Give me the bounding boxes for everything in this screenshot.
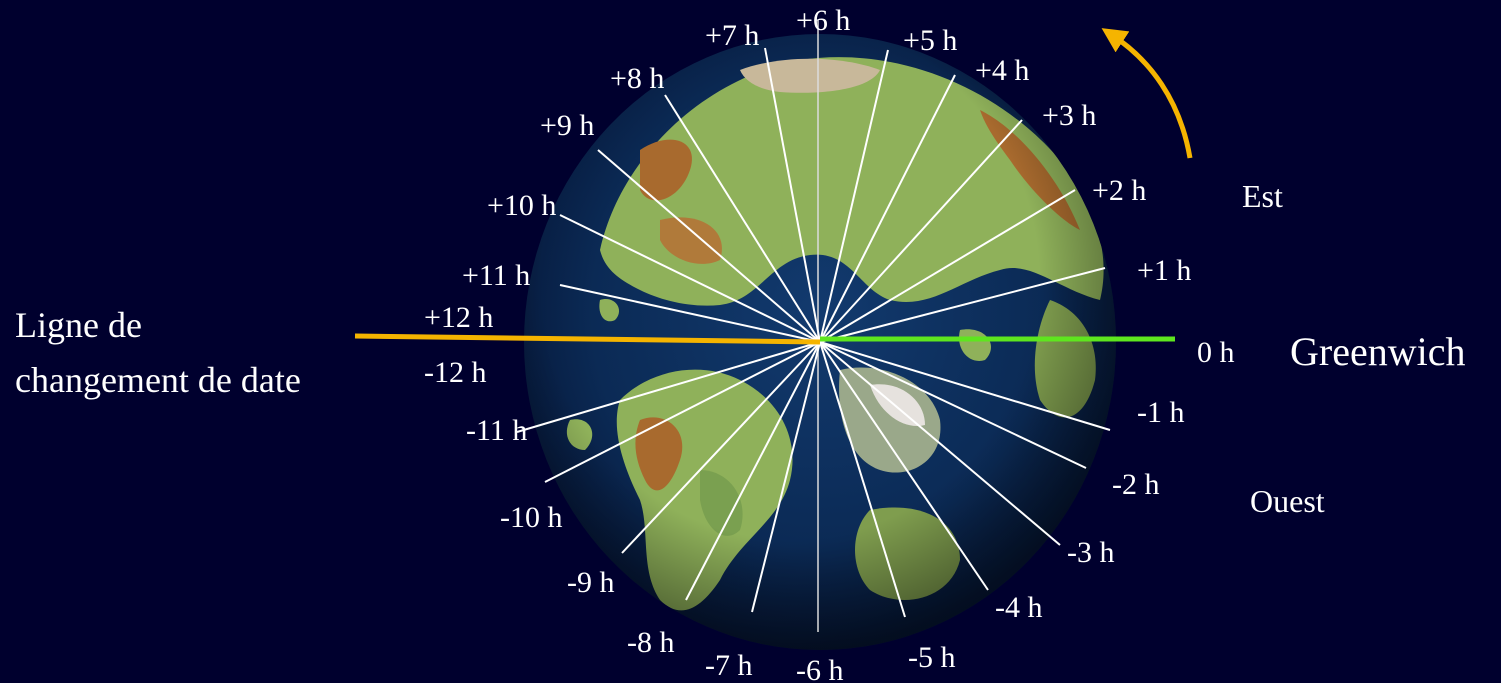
label-minus-12h: -12 h [424,356,487,389]
label-plus-2h: +2 h [1092,174,1146,207]
label-plus-3h: +3 h [1042,99,1096,132]
label-minus-10h: -10 h [500,501,563,534]
label-plus-9h: +9 h [540,109,594,142]
hour-meridian-line [819,341,1061,546]
hour-meridian-line [819,341,1111,431]
hour-meridian-line [819,267,1106,343]
label-plus-11h: +11 h [462,259,530,292]
label-plus-6h: +6 h [796,4,850,37]
hour-meridian-line [819,49,889,343]
hour-meridian-line [621,341,821,554]
hour-meridian-line [516,341,821,433]
label-minus-9h: -9 h [567,566,615,599]
hour-meridians [516,47,1111,618]
hour-meridian-line [819,341,989,591]
hour-meridian-line [819,74,956,343]
hour-meridian-line [819,341,1087,469]
label-minus-2h: -2 h [1112,468,1160,501]
hour-meridian-line [559,214,821,343]
hour-meridian-line [597,149,821,343]
label-minus-6h: -6 h [796,654,844,683]
date-line [354,333,821,345]
date-line-label-line2: changement de date [15,360,301,400]
label-plus-12h: +12 h [424,301,493,334]
greenwich-label: Greenwich [1290,329,1465,374]
hour-meridian-line [819,341,906,618]
hour-meridian-line [819,189,1076,343]
west-label: Ouest [1250,483,1325,519]
label-plus-5h: +5 h [903,24,957,57]
label-0h: 0 h [1197,336,1235,369]
label-plus-8h: +8 h [610,62,664,95]
east-label: Est [1242,178,1283,214]
hour-meridian-line [544,341,821,483]
date-line-label-line1: Ligne de [15,305,142,345]
hour-meridian-line [559,284,821,343]
hour-meridian-line [664,94,821,343]
label-minus-3h: -3 h [1067,536,1115,569]
hour-meridian-line [685,341,821,601]
hour-meridian-line [764,47,821,343]
label-plus-7h: +7 h [705,19,759,52]
label-minus-5h: -5 h [908,641,956,674]
label-minus-11h: -11 h [466,414,527,447]
hour-meridian-line [819,119,1023,343]
label-plus-4h: +4 h [975,54,1029,87]
label-plus-10h: +10 h [487,189,556,222]
label-minus-4h: -4 h [995,591,1043,624]
label-minus-1h: -1 h [1137,396,1185,429]
label-minus-7h: -7 h [705,649,753,682]
hour-meridian-line [751,341,821,613]
curved-arrow-icon [1101,28,1193,159]
label-plus-1h: +1 h [1137,254,1191,287]
label-minus-8h: -8 h [627,626,675,659]
